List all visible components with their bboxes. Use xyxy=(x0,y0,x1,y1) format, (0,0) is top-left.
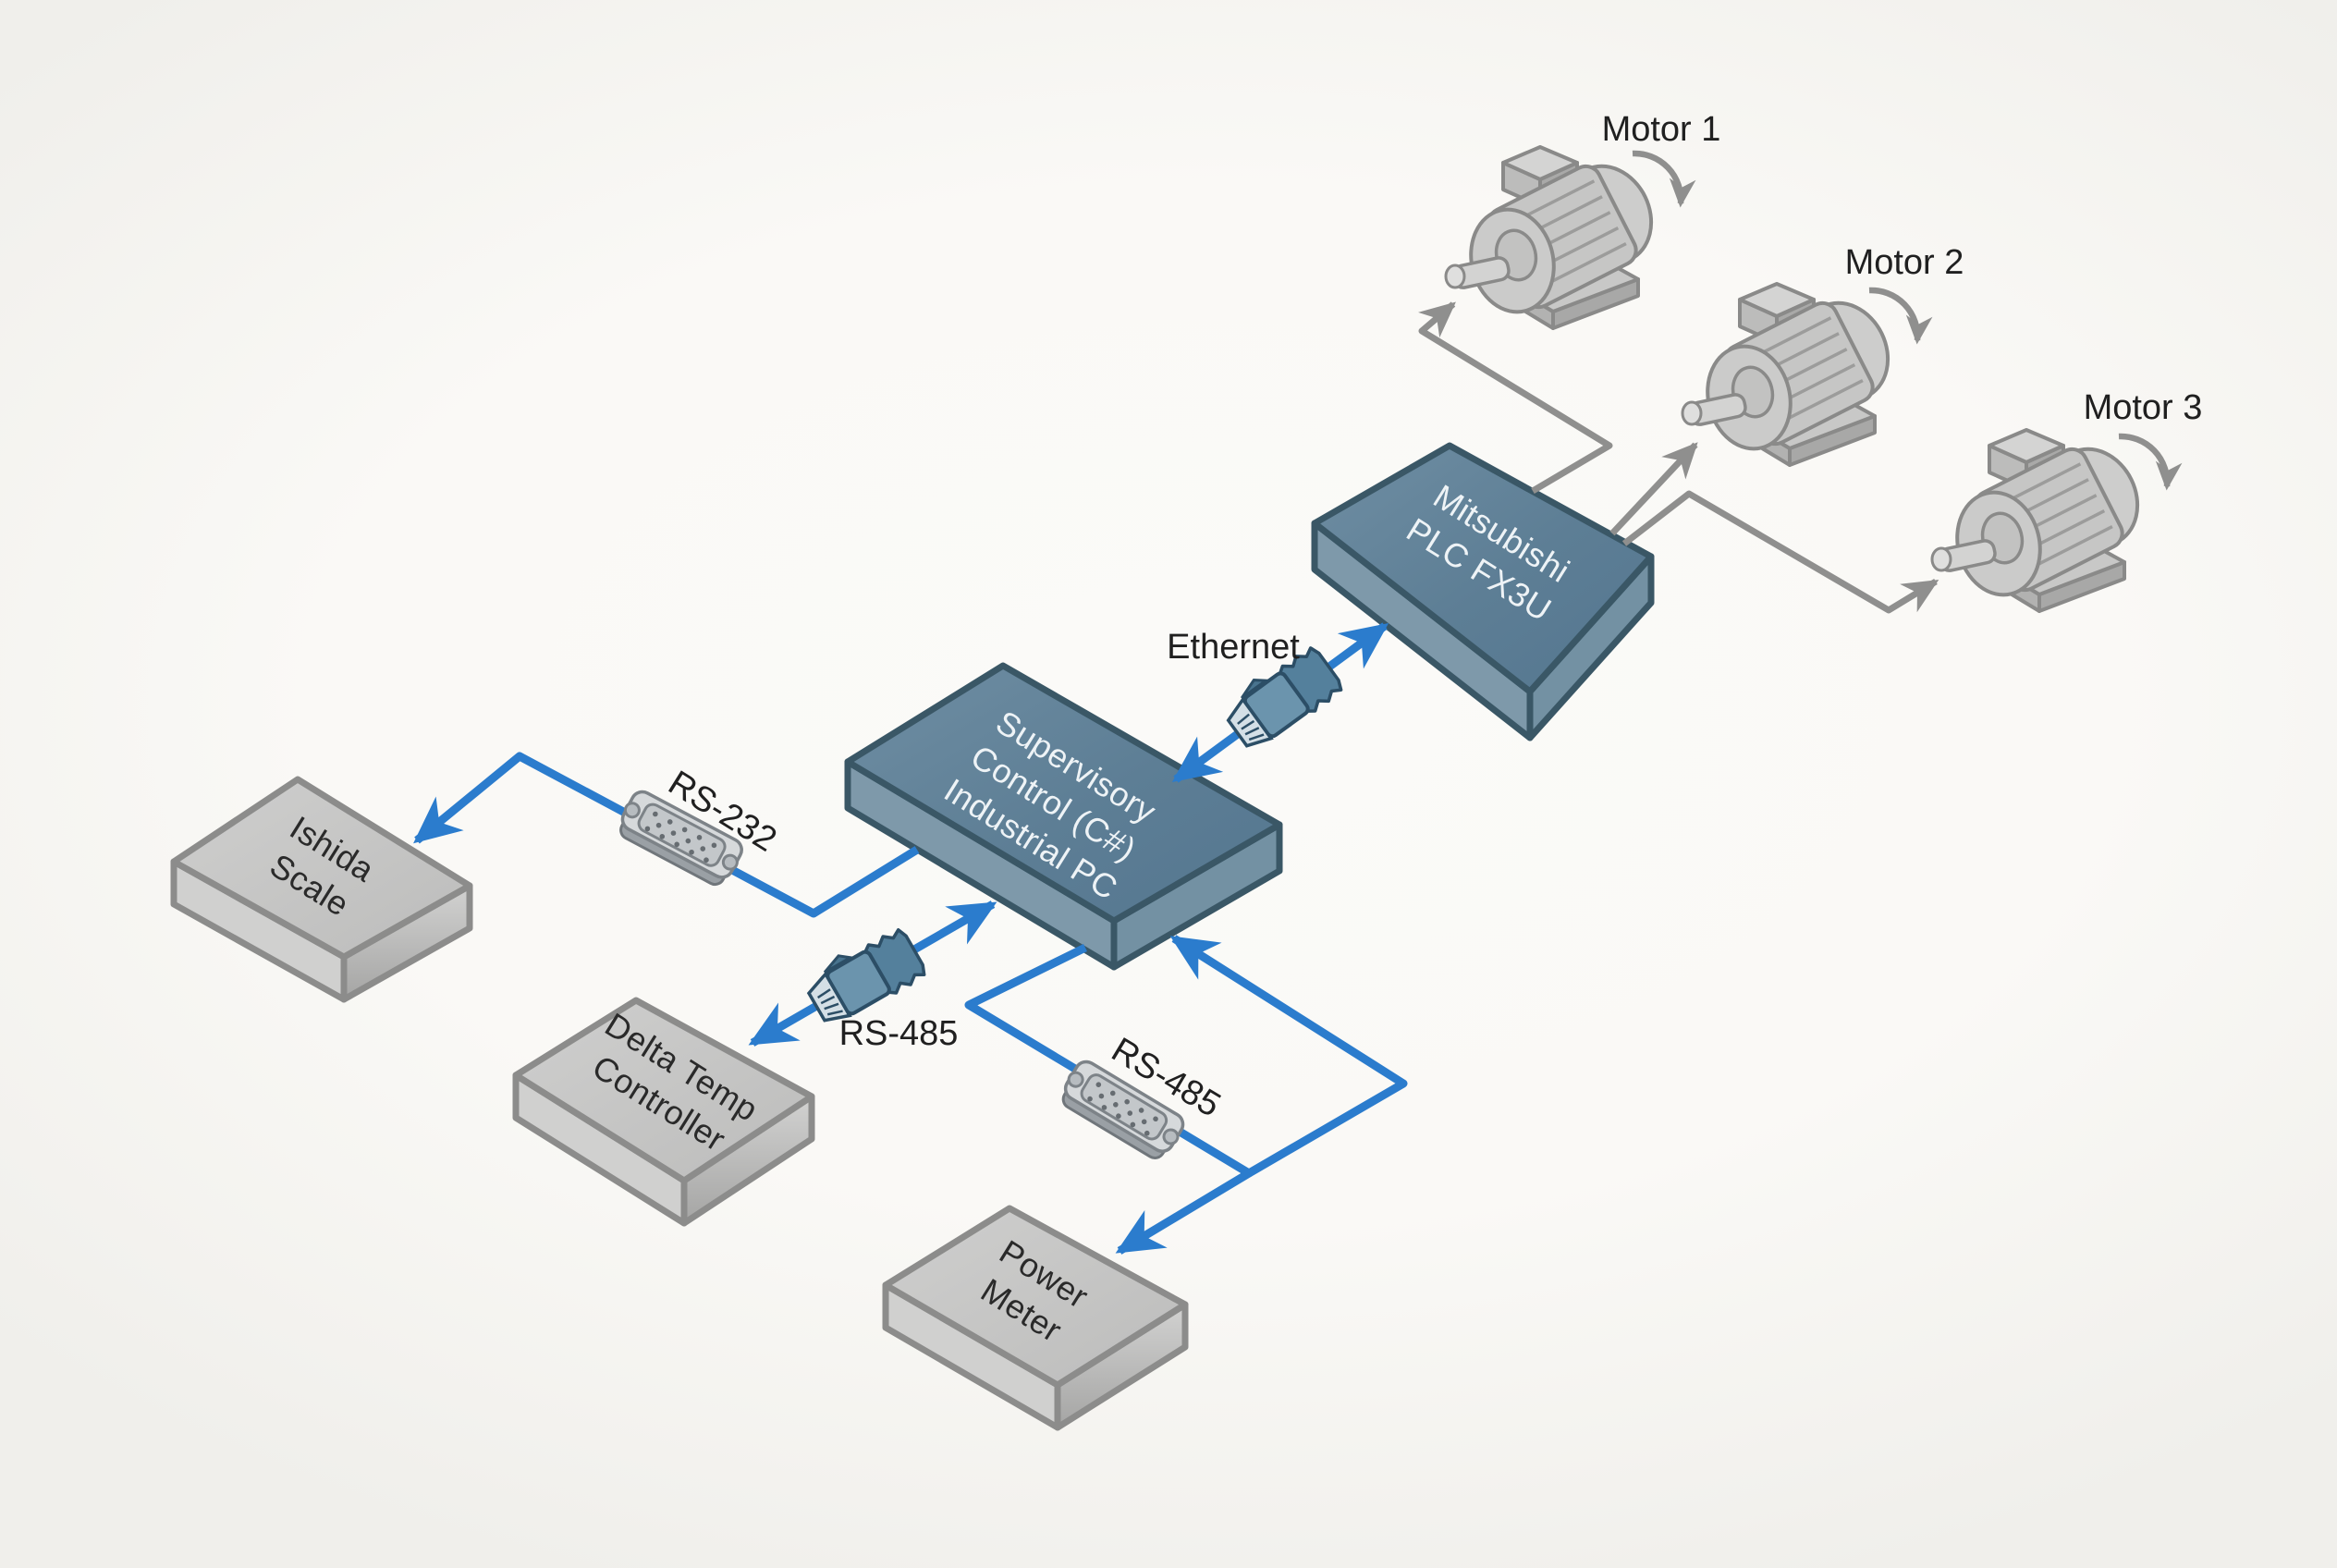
node-ishida-scale: Ishida Scale xyxy=(170,776,473,1003)
ethernet-label: Ethernet xyxy=(1167,628,1300,667)
plc-motor-wires xyxy=(1418,301,1939,614)
node-power-meter: Power Meter xyxy=(882,1205,1189,1431)
motor-1-icon xyxy=(1446,147,1681,328)
motor-3-icon xyxy=(1932,430,2167,611)
node-industrial-pc: Supervisory Control (C#) Industrial PC xyxy=(844,662,1283,971)
motor-2-icon xyxy=(1682,284,1917,465)
link-rs485-power-return-line xyxy=(1169,935,1408,1177)
wire-plc-to-motor-2 xyxy=(1609,442,1698,536)
node-delta-temp-controller: Delta Temp Controller xyxy=(512,997,815,1227)
rs485-temp-label: RS-485 xyxy=(839,1014,959,1053)
node-plc: Mitsubishi PLC FX3U xyxy=(1311,442,1655,741)
wire-plc-to-motor-1 xyxy=(1418,301,1613,495)
motor-2-label: Motor 2 xyxy=(1845,243,1964,282)
wire-plc-to-motor-3 xyxy=(1621,490,1939,614)
motor-3-label: Motor 3 xyxy=(2084,388,2203,427)
motor-1-label: Motor 1 xyxy=(1602,110,1721,149)
